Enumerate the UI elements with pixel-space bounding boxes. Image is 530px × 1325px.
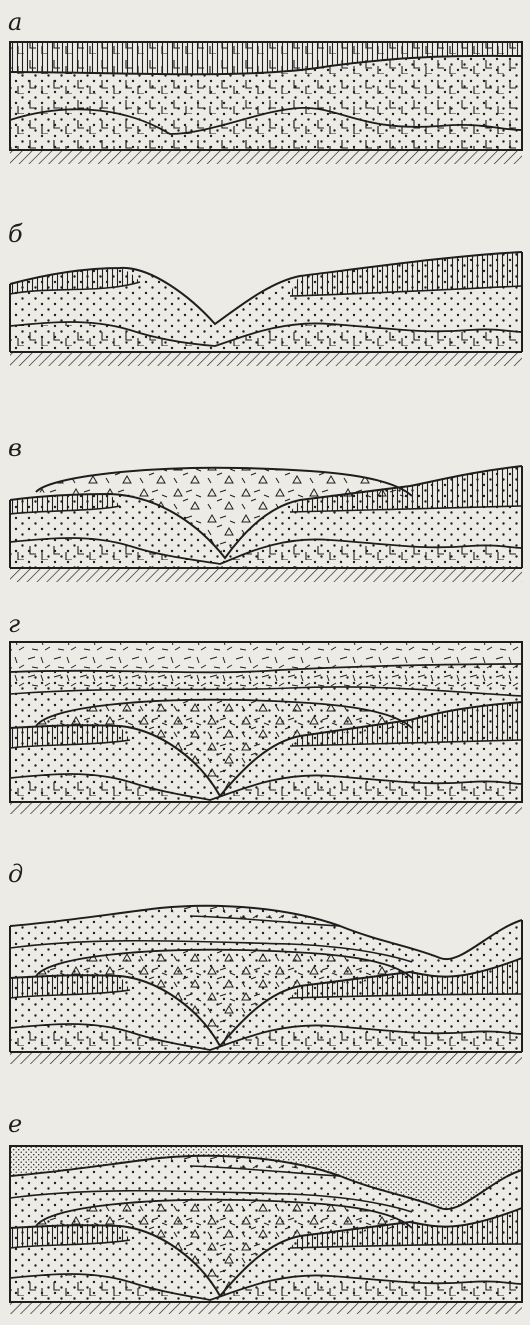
panel-letter-g: г [8, 612, 20, 636]
panel-e: е [0, 1112, 530, 1317]
bedrock-hatch [10, 1052, 522, 1064]
panel-letter-a: а [8, 10, 22, 34]
section-d [0, 886, 530, 1066]
section-b [0, 246, 530, 386]
bedrock-hatch [10, 802, 522, 814]
panel-v: в [0, 436, 530, 596]
panel-letter-b: б [8, 222, 23, 246]
section-v [0, 460, 530, 600]
section-a [0, 34, 530, 174]
panel-letter-e: е [8, 1112, 22, 1136]
section-e [0, 1136, 530, 1316]
bedrock-hatch [10, 150, 522, 164]
panel-letter-d: д [8, 862, 23, 886]
bedrock-hatch [10, 1302, 522, 1314]
panel-a: а [0, 10, 530, 170]
section-g [0, 636, 530, 816]
panel-b: б [0, 222, 530, 382]
bedrock-hatch [10, 352, 522, 366]
panel-d: д [0, 862, 530, 1062]
panel-g: г [0, 612, 530, 812]
bedrock-hatch [10, 568, 522, 582]
panel-letter-v: в [8, 436, 22, 460]
